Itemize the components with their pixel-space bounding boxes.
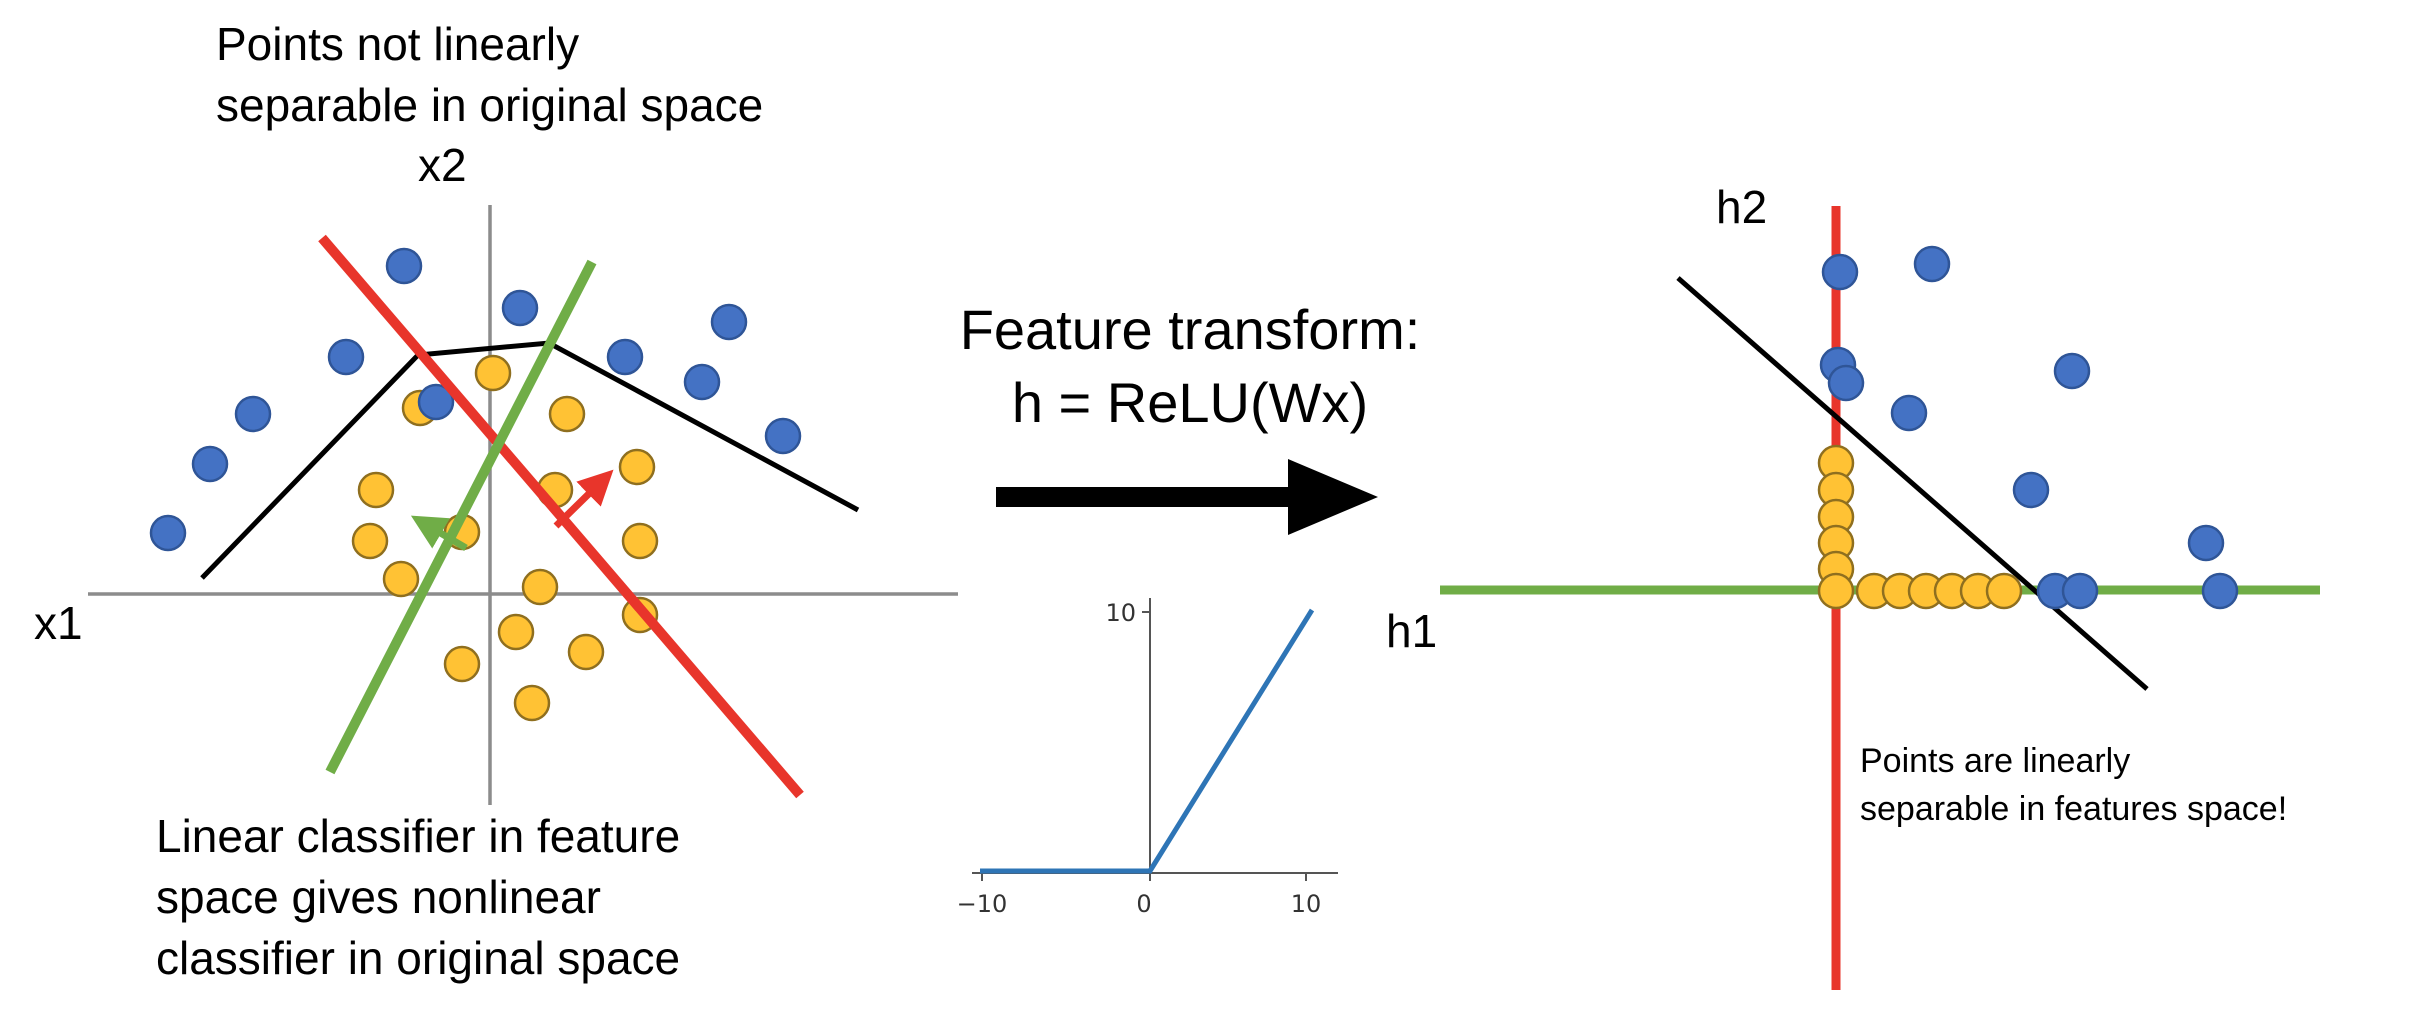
yellow-point [1817, 572, 1855, 610]
yellow-point [567, 633, 605, 671]
blue-point [2201, 572, 2239, 610]
blue-point [327, 338, 365, 376]
red-normal-arrow [553, 469, 614, 529]
yellow-point [618, 448, 656, 486]
right-blue-points [1819, 245, 2239, 610]
transform-arrow-group [996, 459, 1378, 535]
h2-axis-label: h2 [1716, 181, 1768, 233]
yellow-point [548, 395, 586, 433]
blue-point [191, 445, 229, 483]
x1-axis-label: x1 [34, 597, 83, 649]
yellow-point [443, 645, 481, 683]
yellow-point [621, 522, 659, 560]
right-plot-caption: Points are linearly separable in feature… [1860, 742, 2288, 828]
relu-xtick-label-10: 10 [1291, 890, 1322, 918]
blue-point [1913, 245, 1951, 283]
yellow-point [382, 560, 420, 598]
right-yellow-points [1817, 444, 2023, 610]
original-space-plot [88, 205, 958, 805]
yellow-point [1985, 572, 2023, 610]
yellow-point [521, 568, 559, 606]
x2-axis-label: x2 [418, 139, 467, 191]
yellow-point [357, 471, 395, 509]
left-yellow-points [351, 354, 659, 722]
blue-point [1890, 394, 1928, 432]
relu-ytick-label: 10 [1105, 599, 1136, 627]
yellow-point [351, 522, 389, 560]
blue-point [1821, 253, 1859, 291]
green-classifier-line [325, 259, 597, 775]
relu-curve [980, 608, 1315, 874]
blue-point [149, 514, 187, 552]
feature-space-plot [1440, 206, 2320, 990]
yellow-point [474, 354, 512, 392]
relu-inset-plot: 10 −10 0 10 [957, 598, 1338, 918]
blue-point [2012, 471, 2050, 509]
blue-point [385, 247, 423, 285]
transform-arrow-head [1288, 459, 1378, 535]
blue-point [764, 417, 802, 455]
blue-point [683, 363, 721, 401]
blue-point [2061, 572, 2099, 610]
relu-xtick-label-neg10: −10 [957, 890, 1008, 918]
linear-separator-line [1676, 276, 2149, 691]
left-plot-caption: Linear classifier in feature space gives… [156, 810, 681, 985]
blue-point [234, 395, 272, 433]
relu-xtick-label-0: 0 [1136, 890, 1151, 918]
blue-point [2187, 524, 2225, 562]
blue-point [501, 289, 539, 327]
left-plot-title: Points not linearly separable in origina… [216, 18, 764, 131]
blue-point [1827, 364, 1865, 402]
blue-point [417, 383, 455, 421]
transform-label: Feature transform: h = ReLU(Wx) [959, 298, 1421, 434]
blue-point [2053, 352, 2091, 390]
blue-point [710, 303, 748, 341]
h1-axis-label: h1 [1386, 605, 1438, 657]
blue-point [606, 338, 644, 376]
yellow-point [497, 613, 535, 651]
yellow-point [513, 684, 551, 722]
left-blue-points [149, 247, 802, 552]
green-normal-arrow [410, 515, 468, 552]
nonlinear-boundary-line [200, 340, 860, 580]
